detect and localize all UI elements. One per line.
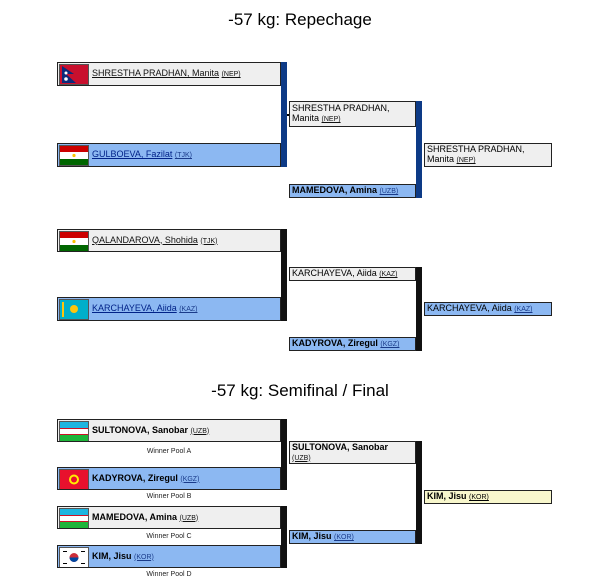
country-code[interactable]: (TJK) [174,152,192,159]
competitor-box[interactable]: SHRESTHA PRADHAN,Manita (NEP) [289,101,416,127]
competitor-name[interactable]: QALANDAROVA, Shohida [92,234,198,245]
competitor-name-line2[interactable]: Manita [292,113,320,123]
country-code[interactable]: (UZB) [190,427,210,435]
competitor-name[interactable]: SHRESTHA PRADHAN, [292,103,390,113]
competitor-box[interactable]: KIM, Jisu (KOR) [289,530,416,544]
competitor-box[interactable]: KADYROVA, Ziregul (KGZ) [289,337,416,351]
country-code[interactable]: (UZB) [292,454,311,462]
pool-label: Winner Pool A [146,448,192,455]
champion-name[interactable]: KIM, Jisu [427,491,467,501]
country-code[interactable]: (KOR) [334,534,354,541]
bracket-connector [416,267,422,351]
repechage-title: -57 kg: Repechage [228,10,372,29]
competitor-name[interactable]: KIM, Jisu [92,550,132,561]
competitor-name[interactable]: SHRESTHA PRADHAN, Manita [92,68,220,78]
pool-label: Winner Pool C [146,533,192,540]
competitor-box[interactable]: KARCHAYEVA, Aiida (KAZ) [289,267,416,281]
flag-nepal-icon [59,64,89,85]
country-code[interactable]: (NEP) [221,71,241,78]
country-code[interactable]: (KOR) [134,553,154,561]
competitor-name-line2[interactable]: Manita [427,154,455,164]
country-code[interactable]: (NEP) [321,116,341,123]
competitor-box[interactable]: MAMEDOVA, Amina (UZB) [57,506,281,529]
flag-uzbekistan-icon [59,508,89,528]
pool-label: Winner Pool D [146,571,192,578]
competitor-name[interactable]: MAMEDOVA, Amina [92,511,178,522]
bracket-connector [281,506,287,568]
competitor-name[interactable]: KARCHAYEVA, Aiida [292,268,377,278]
bracket-connector [281,229,287,321]
competitor-box[interactable]: MAMEDOVA, Amina (UZB) [289,184,416,198]
competitor-box[interactable]: GULBOEVA, Fazilat (TJK) [57,143,281,167]
country-code[interactable]: (KAZ) [179,306,198,313]
competitor-name[interactable]: GULBOEVA, Fazilat [92,149,173,159]
competitor-name[interactable]: KARCHAYEVA, Aiida [427,303,512,313]
bracket-connector [281,419,287,490]
country-code[interactable]: (KAZ) [514,306,533,313]
country-code[interactable]: (NEP) [456,157,476,164]
competitor-box[interactable]: KADYROVA, Ziregul (KGZ) [57,467,281,490]
country-code[interactable]: (UZB) [179,514,199,522]
semifinal-final-title: -57 kg: Semifinal / Final [211,381,389,400]
country-code[interactable]: (KOR) [469,494,489,501]
competitor-box[interactable]: QALANDAROVA, Shohida (TJK) [57,229,281,252]
country-code[interactable]: (KAZ) [379,271,398,278]
competitor-name[interactable]: KADYROVA, Ziregul [292,338,378,348]
competitor-name[interactable]: KADYROVA, Ziregul [92,472,178,483]
bracket-connector [416,441,422,544]
competitor-name[interactable]: SHRESTHA PRADHAN, [427,144,525,154]
pool-label: Winner Pool B [146,493,192,500]
competitor-name[interactable]: MAMEDOVA, Amina [292,185,378,195]
flag-tajikistan-icon [59,145,89,166]
country-code[interactable]: (KGZ) [180,475,200,483]
bracket-line [287,114,289,116]
flag-south-korea-icon [59,547,89,567]
competitor-box[interactable]: KIM, Jisu (KOR) [57,545,281,568]
bracket-connector [281,62,287,167]
flag-kyrgyzstan-icon [59,469,89,489]
flag-tajikistan-icon [59,231,89,251]
country-code[interactable]: (UZB) [379,188,399,195]
competitor-box[interactable]: SHRESTHA PRADHAN, Manita (NEP) [57,62,281,86]
competitor-box[interactable]: KARCHAYEVA, Aiida (KAZ) [424,302,552,316]
country-code[interactable]: (KGZ) [380,341,400,348]
flag-uzbekistan-icon [59,421,89,441]
country-code[interactable]: (TJK) [200,237,218,245]
competitor-name[interactable]: KIM, Jisu [292,531,332,541]
flag-kazakhstan-icon [59,299,89,320]
champion-box[interactable]: KIM, Jisu (KOR) [424,490,552,504]
competitor-box[interactable]: SHRESTHA PRADHAN,Manita (NEP) [424,143,552,167]
competitor-box[interactable]: KARCHAYEVA, Aiida (KAZ) [57,297,281,321]
bracket-connector [416,101,422,198]
competitor-box[interactable]: SULTONOVA, Sanobar (UZB) [289,441,416,464]
competitor-name[interactable]: KARCHAYEVA, Aiida [92,303,177,313]
competitor-box[interactable]: SULTONOVA, Sanobar (UZB) [57,419,281,442]
competitor-name[interactable]: SULTONOVA, Sanobar [92,424,189,435]
competitor-name[interactable]: SULTONOVA, Sanobar [292,441,389,452]
